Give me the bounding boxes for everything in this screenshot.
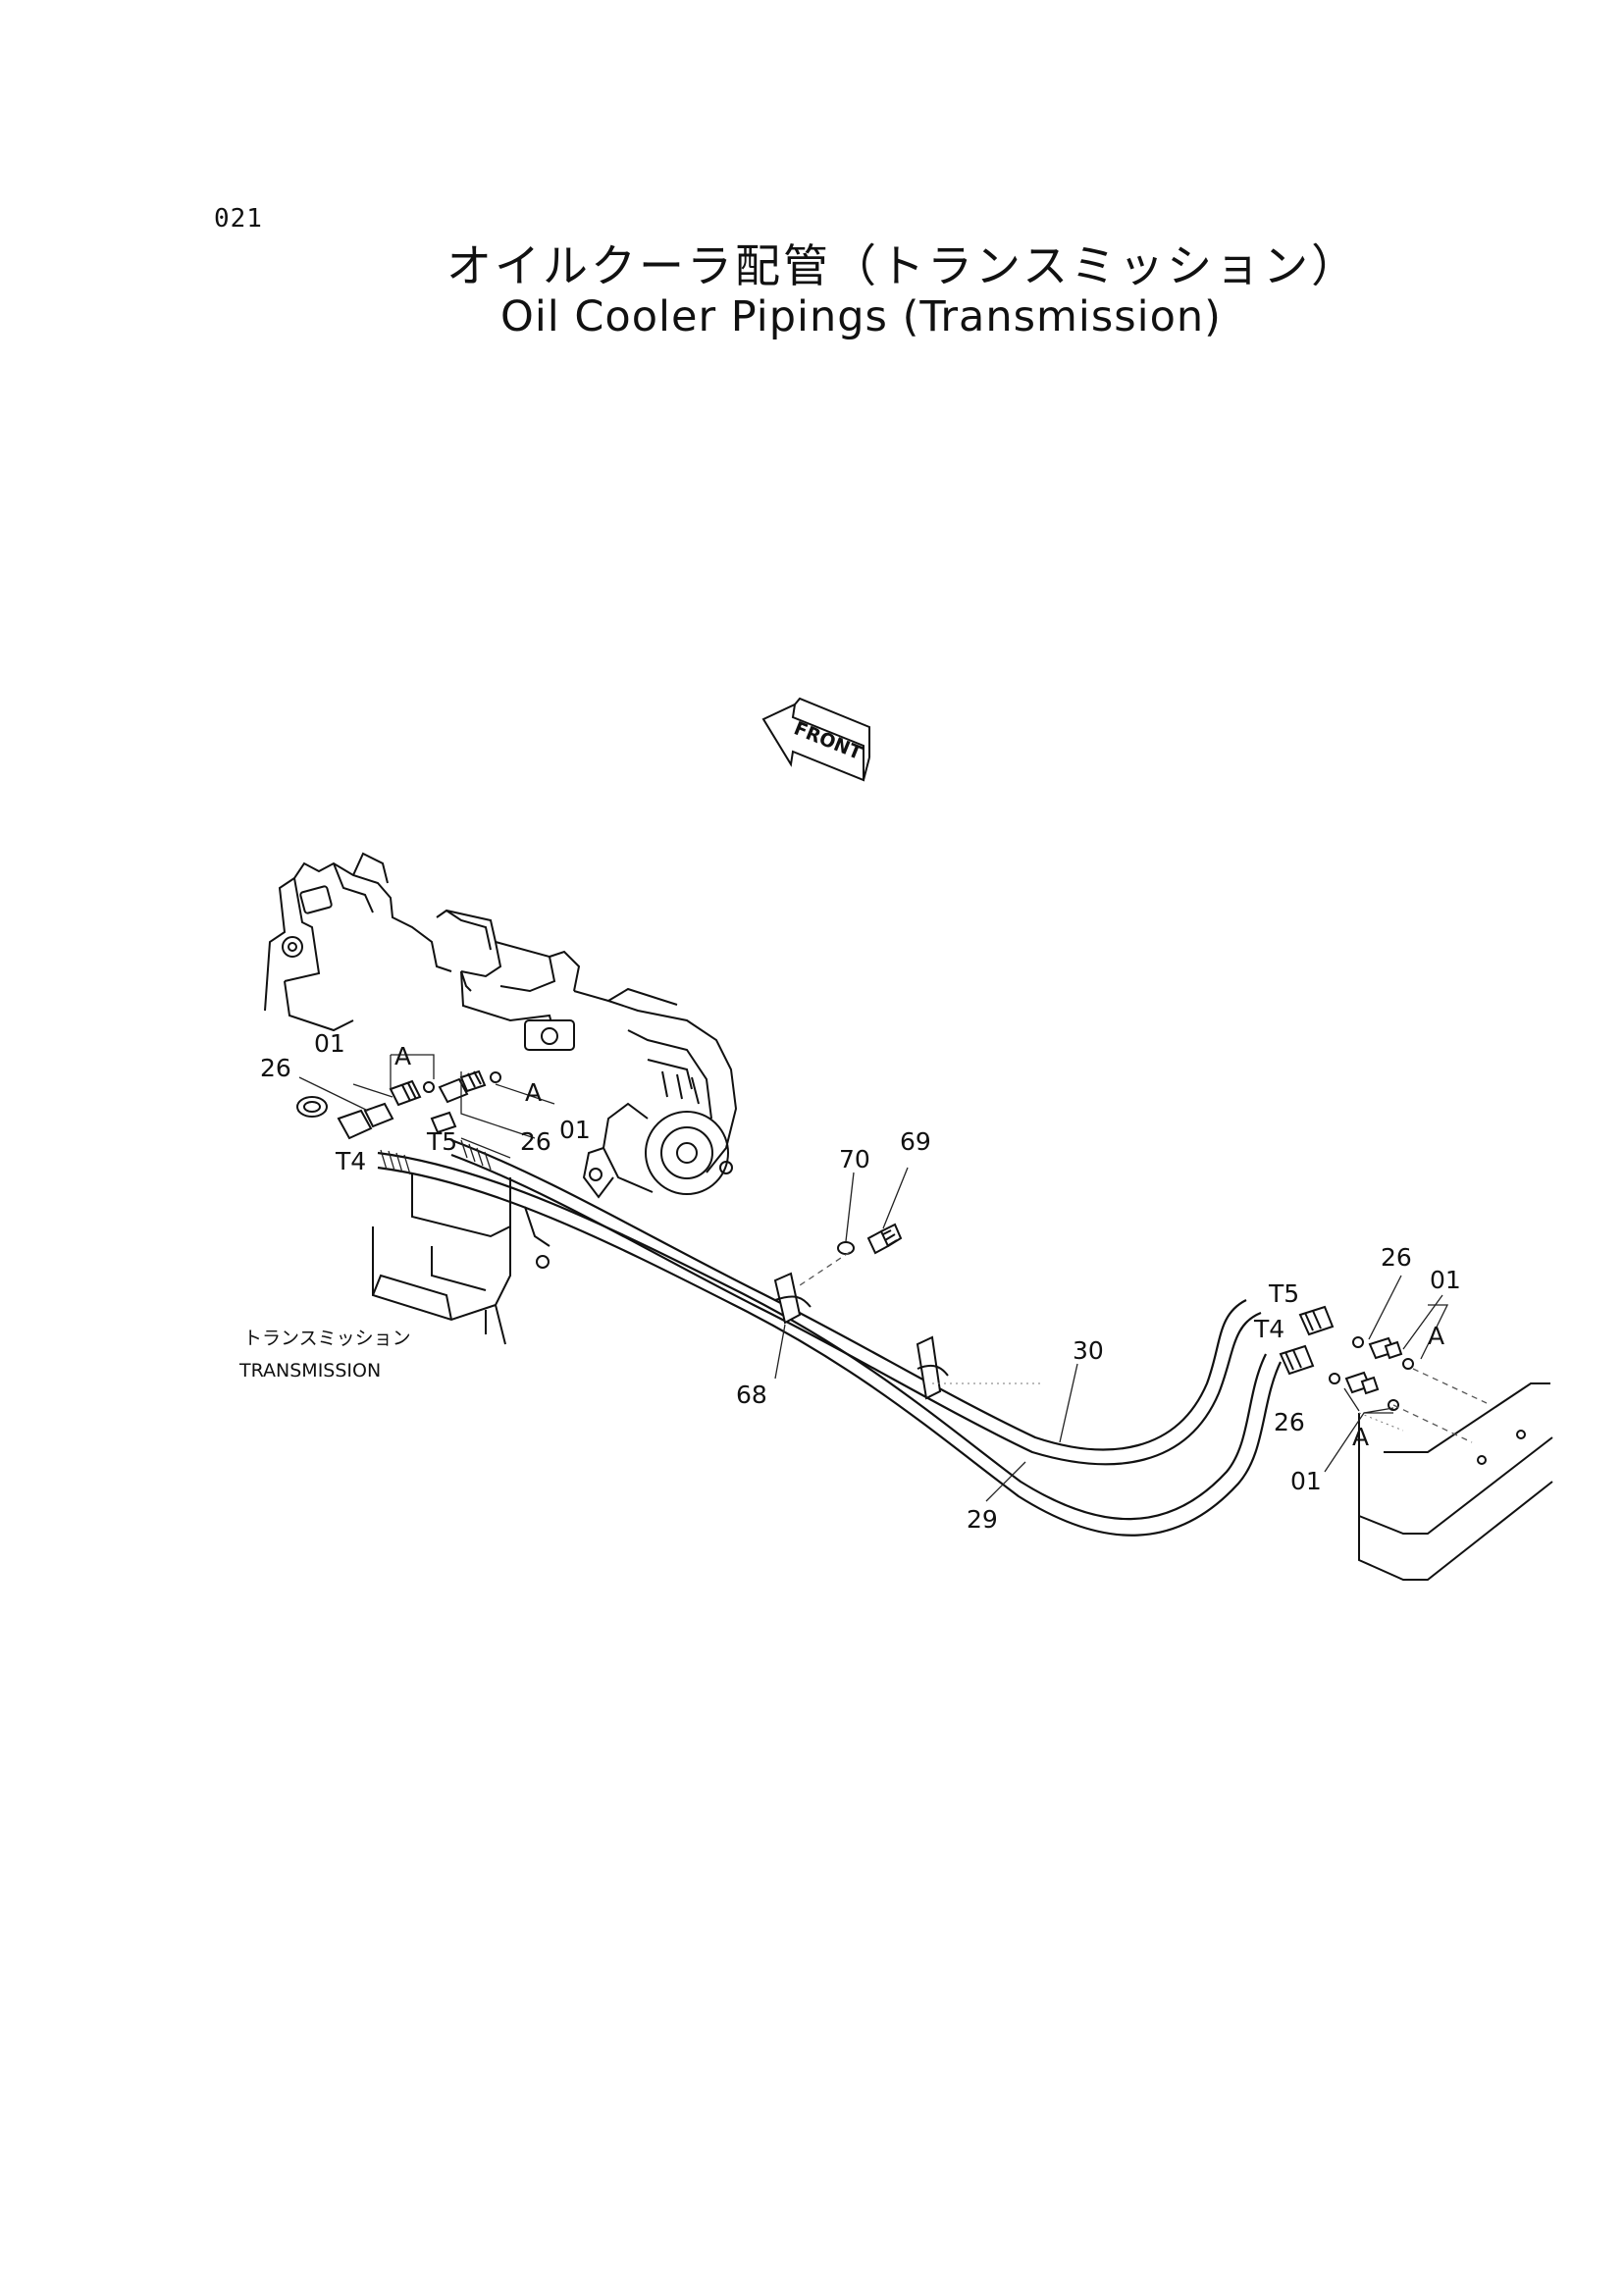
front-arrow-icon: FRONT (761, 697, 870, 782)
hose-29-30 (377, 1138, 1282, 1537)
callout-01-right-a: 01 (1430, 1266, 1461, 1294)
callout-01-right-b: 01 (1290, 1467, 1322, 1495)
callout-t4-left: T4 (335, 1147, 366, 1175)
transmission-caption-jp: トランスミッション (243, 1328, 411, 1349)
transmission-caption-en: TRANSMISSION (238, 1360, 381, 1382)
callouts-left: 26 01 A A T5 T4 26 01 (260, 1029, 591, 1175)
callout-t4-right: T4 (1253, 1315, 1284, 1343)
transmission-assembly (264, 852, 738, 1345)
callouts-middle: 70 69 68 30 29 (736, 1127, 1104, 1534)
transmission-caption: トランスミッション TRANSMISSION (238, 1328, 411, 1382)
callouts-right: 26 01 T5 T4 A 26 A 01 (1253, 1243, 1461, 1495)
title-japanese: オイルクーラ配管（トランスミッション） (446, 239, 1360, 292)
clamp-68 (773, 1272, 949, 1400)
callout-70: 70 (839, 1145, 870, 1173)
callout-26-right-a: 26 (1381, 1243, 1412, 1272)
callout-a-left-a: A (394, 1042, 411, 1070)
callout-01-left-a: 01 (314, 1029, 345, 1058)
callout-68: 68 (736, 1381, 767, 1409)
callout-t5-left: T5 (426, 1127, 457, 1156)
callout-t5-right: T5 (1268, 1279, 1299, 1308)
callout-69: 69 (900, 1127, 931, 1156)
callout-a-right-b: A (1352, 1423, 1369, 1451)
callout-26-left-a: 26 (260, 1054, 291, 1082)
front-label: FRONT (791, 717, 865, 764)
callout-29: 29 (967, 1505, 998, 1534)
callout-01-left-b: 01 (559, 1116, 591, 1144)
callout-26-right-b: 26 (1274, 1408, 1305, 1436)
callout-a-right-a: A (1428, 1322, 1444, 1350)
callout-a-left-b: A (525, 1078, 542, 1107)
callout-30: 30 (1073, 1336, 1104, 1365)
right-fittings (1279, 1305, 1553, 1581)
leader-lines (298, 1054, 1449, 1502)
bolt-69-washer-70 (799, 1223, 903, 1286)
page-number: 021 (214, 204, 263, 234)
left-fittings (296, 1069, 501, 1140)
title-english: Oil Cooler Pipings (Transmission) (500, 292, 1222, 341)
callout-26-left-b: 26 (520, 1127, 551, 1156)
